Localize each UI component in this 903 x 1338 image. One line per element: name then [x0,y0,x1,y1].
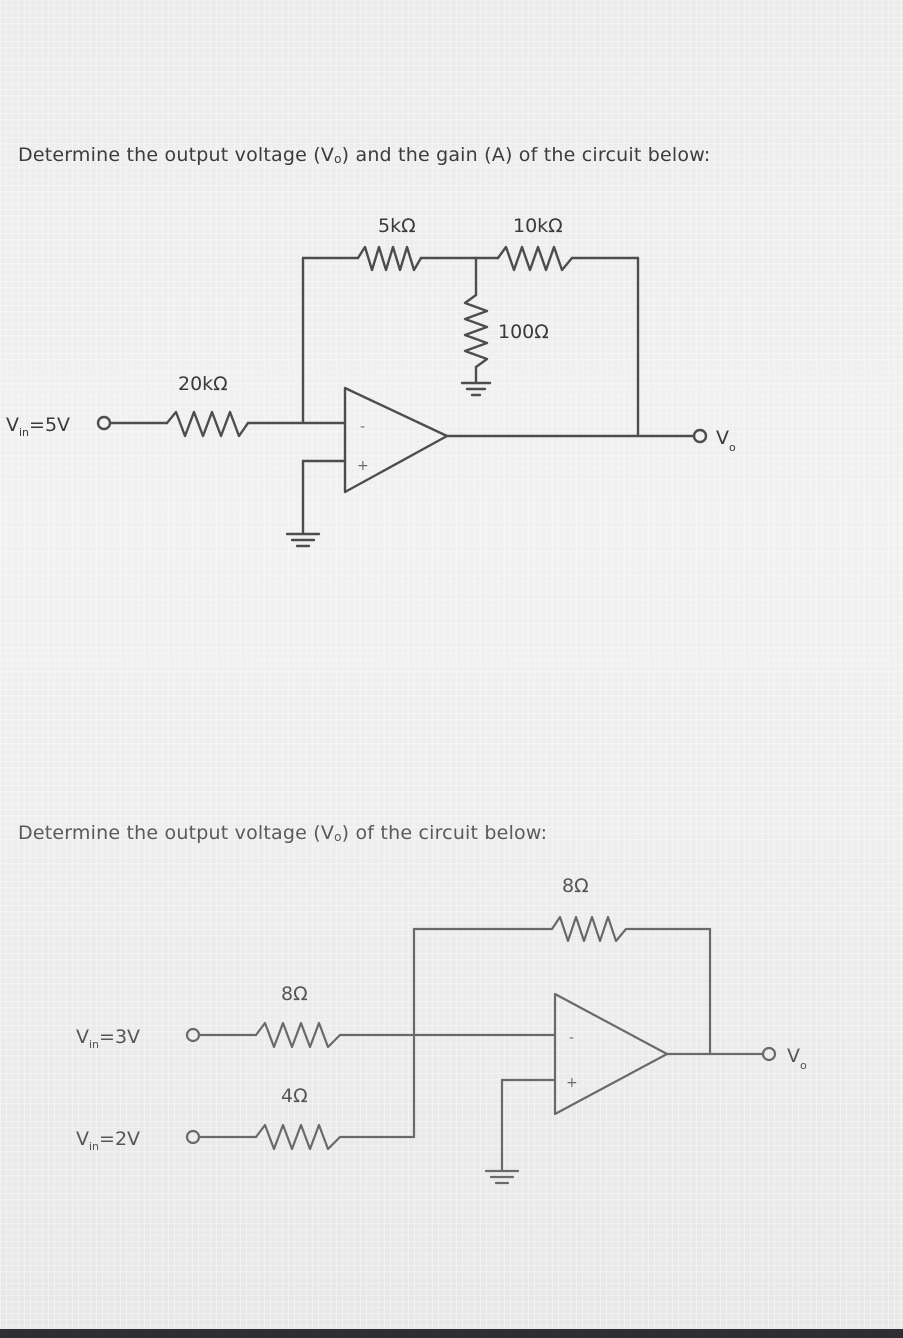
vout1-letter: V [716,427,729,449]
vout2-sub: o [800,1059,807,1072]
vout-terminal-2 [761,1046,777,1062]
opamp-2 [553,992,669,1116]
label-8-feedback: 8Ω [562,875,589,897]
vout1-sub: o [729,441,736,454]
vin2a-value: =3V [99,1026,140,1048]
question-2-text: Determine the output voltage (Vo) of the… [18,822,547,844]
label-10k: 10kΩ [513,215,563,237]
bottom-edge-bar [0,1329,903,1338]
label-vout-1: Vo [716,427,736,454]
vin1-value: =5V [29,414,70,436]
q1-pre: Determine the output voltage (V [18,144,335,166]
label-20k: 20kΩ [178,373,228,395]
resistor-100 [463,293,489,369]
vin2b-sub: in [89,1140,99,1153]
resistor-8-feedback [550,915,628,943]
vin2b-letter: V [76,1128,89,1150]
vin1-sub: in [19,426,29,439]
resistor-5k [356,245,423,272]
q1-post: ) and the gain (A) of the circuit below: [341,144,711,166]
label-vin-2b: Vin=2V [76,1128,140,1153]
vin2b-value: =2V [99,1128,140,1150]
resistor-4-input [254,1123,342,1151]
vout-terminal-1 [692,428,708,444]
opamp-1 [343,386,449,494]
opamp-2-minus: - [569,1030,574,1046]
q1-sub: o [334,152,342,166]
resistor-20k [165,410,250,438]
vout2-letter: V [787,1045,800,1067]
label-8-input: 8Ω [281,983,308,1005]
vin1-letter: V [6,414,19,436]
opamp-1-plus: + [357,458,369,474]
q2-sub: o [334,830,342,844]
q2-pre: Determine the output voltage (V [18,822,335,844]
label-5k: 5kΩ [378,215,416,237]
q2-post: ) of the circuit below: [341,822,548,844]
opamp-1-minus: - [360,419,365,435]
vin-terminal-2b [185,1129,201,1145]
label-vin-2a: Vin=3V [76,1026,140,1051]
label-vin-1: Vin=5V [6,414,70,439]
opamp-2-plus: + [566,1075,578,1091]
resistor-8-input [254,1021,342,1049]
vin2a-letter: V [76,1026,89,1048]
question-1-text: Determine the output voltage (Vo) and th… [18,144,711,166]
label-4-input: 4Ω [281,1085,308,1107]
resistor-10k [496,245,574,272]
vin2a-sub: in [89,1038,99,1051]
label-100: 100Ω [498,321,549,343]
label-vout-2: Vo [787,1045,807,1072]
vin-terminal-2a [185,1027,201,1043]
